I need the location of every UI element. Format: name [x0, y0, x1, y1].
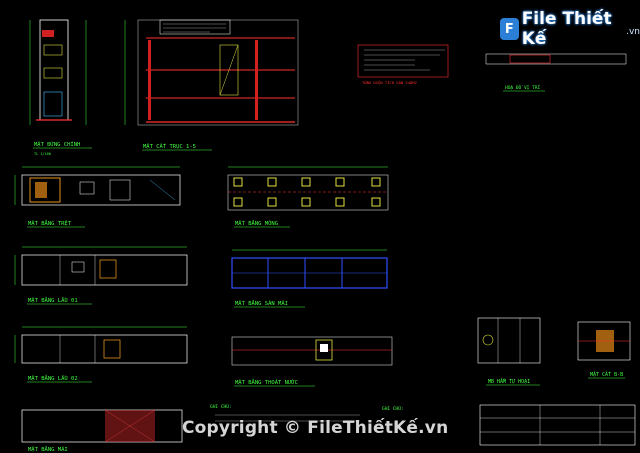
section-bb: MẶT CẮT B-B — [577, 321, 631, 379]
foundation-plan: MẶT BẰNG MÓNG — [227, 166, 389, 228]
svg-text:MẶT BẰNG THOÁT NƯỚC: MẶT BẰNG THOÁT NƯỚC — [235, 378, 298, 386]
svg-text:MẶT CẮT B-B: MẶT CẮT B-B — [590, 371, 623, 378]
facade-title: MẶT ĐỨNG CHÍNH — [34, 140, 80, 148]
section-title: MẶT CẮT TRỤC 1-5 — [143, 143, 196, 150]
floor1-plan: MẶT BẰNG LẦU 01 — [14, 246, 188, 305]
roof-plan: MẶT BẰNG MÁI — [21, 409, 183, 453]
section-1-5: MẶT CẮT TRỤC 1-5 — [124, 19, 299, 151]
svg-text:MẶT BẰNG LẦU 02: MẶT BẰNG LẦU 02 — [28, 374, 78, 382]
copyright-watermark: Copyright © FileThiếtKế.vn — [182, 418, 449, 438]
svg-text:MẶT BẰNG TRỆT: MẶT BẰNG TRỆT — [28, 219, 72, 227]
ground-floor-plan: MẶT BẰNG TRỆT — [14, 166, 181, 228]
svg-text:MẶT BẰNG LẦU 01: MẶT BẰNG LẦU 01 — [28, 296, 78, 304]
site-plan: HOẠ ĐỒ VỊ TRÍ — [485, 53, 627, 92]
logo-text: File Thiết Kế — [521, 9, 612, 49]
notes-box: TỔNG DIỆN TÍCH SÀN 240M2 — [357, 44, 449, 85]
roofbeam-plan: MẶT BẰNG SÀN MÁI — [231, 249, 388, 308]
notes-section: GHI CHÚ: GHI CHÚ: — [210, 403, 404, 422]
drainage-plan: MẶT BẰNG THOÁT NƯỚC — [231, 336, 393, 387]
logo-suffix: .vn — [626, 27, 640, 37]
logo-badge-icon: F — [500, 18, 519, 40]
svg-text:GHI CHÚ:: GHI CHÚ: — [210, 403, 232, 410]
floor2-plan: MẶT BẰNG LẦU 02 — [14, 326, 188, 383]
filethietke-logo[interactable]: F File Thiết Kế .vn — [500, 9, 640, 49]
svg-text:GHI CHÚ:: GHI CHÚ: — [382, 405, 404, 412]
svg-text:MẶT BẰNG SÀN MÁI: MẶT BẰNG SÀN MÁI — [235, 299, 288, 307]
svg-text:HOẠ ĐỒ VỊ TRÍ: HOẠ ĐỒ VỊ TRÍ — [505, 83, 541, 91]
title-block — [479, 404, 636, 446]
svg-text:MẶT BẰNG MÓNG: MẶT BẰNG MÓNG — [235, 219, 278, 227]
svg-text:MB HẦM TỰ HOẠI: MB HẦM TỰ HOẠI — [488, 378, 530, 385]
svg-text:MẶT BẰNG MÁI: MẶT BẰNG MÁI — [28, 445, 68, 453]
svg-text:TL 1/100: TL 1/100 — [34, 152, 51, 156]
facade-elevation: MẶT ĐỨNG CHÍNH TL 1/100 — [29, 19, 92, 156]
septic-tank: MB HẦM TỰ HOẠI — [477, 317, 541, 386]
svg-text:TỔNG DIỆN TÍCH SÀN 240M2: TỔNG DIỆN TÍCH SÀN 240M2 — [362, 80, 417, 85]
